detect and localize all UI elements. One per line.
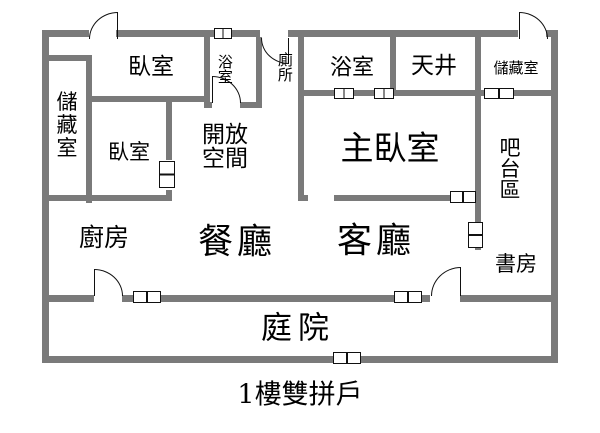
window	[333, 352, 361, 364]
wall-segment	[298, 37, 304, 201]
window	[484, 88, 514, 99]
room-label-storage-left: 儲藏室	[54, 90, 79, 160]
wall-segment	[122, 295, 430, 302]
window	[334, 88, 354, 99]
wall-segment	[86, 55, 92, 203]
room-label-dining: 餐廳	[197, 222, 277, 263]
room-label-bedroom-mid: 臥室	[108, 139, 150, 164]
room-label-bath-main: 浴室	[329, 55, 375, 81]
door-arc	[89, 12, 118, 39]
room-label-bar-area: 吧台區	[497, 136, 522, 200]
window	[450, 191, 476, 203]
door-arc	[431, 267, 461, 296]
wall-segment	[204, 37, 210, 108]
wall-segment	[116, 30, 260, 37]
room-label-master-bedroom: 主臥室	[340, 128, 440, 168]
wall-segment	[390, 37, 396, 96]
window	[374, 88, 394, 99]
wall-segment	[49, 55, 89, 61]
plan-title: 1樓雙拼戶	[237, 379, 363, 411]
room-label-bath-small: 浴室	[215, 54, 234, 84]
room-label-study: 書房	[495, 251, 537, 276]
wall-segment	[42, 356, 558, 363]
wall-segment	[49, 195, 172, 201]
room-label-living: 客廳	[336, 221, 416, 262]
wall-segment	[475, 37, 481, 96]
wall-segment	[298, 195, 308, 201]
wall-segment	[42, 30, 49, 363]
room-label-skywell: 天井	[411, 52, 457, 79]
wall-segment	[334, 195, 481, 201]
window	[133, 291, 161, 303]
window	[394, 291, 422, 303]
window	[214, 28, 232, 39]
wall-segment	[256, 37, 262, 108]
room-label-open-space: 開放空間	[202, 121, 248, 172]
door-arc	[94, 269, 123, 296]
wall-segment	[42, 30, 89, 37]
wall-segment	[86, 96, 210, 102]
room-label-kitchen: 廚房	[78, 222, 130, 252]
door-arc	[519, 12, 548, 39]
wall-segment	[288, 30, 518, 37]
wall-segment	[475, 90, 481, 250]
room-label-toilet: 廁所	[275, 52, 294, 82]
window	[468, 222, 483, 248]
room-label-courtyard: 庭院	[261, 310, 335, 347]
wall-segment	[166, 96, 172, 160]
wall-segment	[460, 295, 551, 302]
wall-segment	[551, 30, 558, 363]
room-label-bedroom-top: 臥室	[128, 53, 174, 80]
wall-segment	[204, 102, 212, 108]
wall-segment	[298, 90, 551, 96]
window	[159, 161, 175, 188]
room-label-storage-right: 儲藏室	[493, 59, 539, 78]
wall-segment	[240, 102, 262, 108]
wall-segment	[49, 295, 94, 302]
